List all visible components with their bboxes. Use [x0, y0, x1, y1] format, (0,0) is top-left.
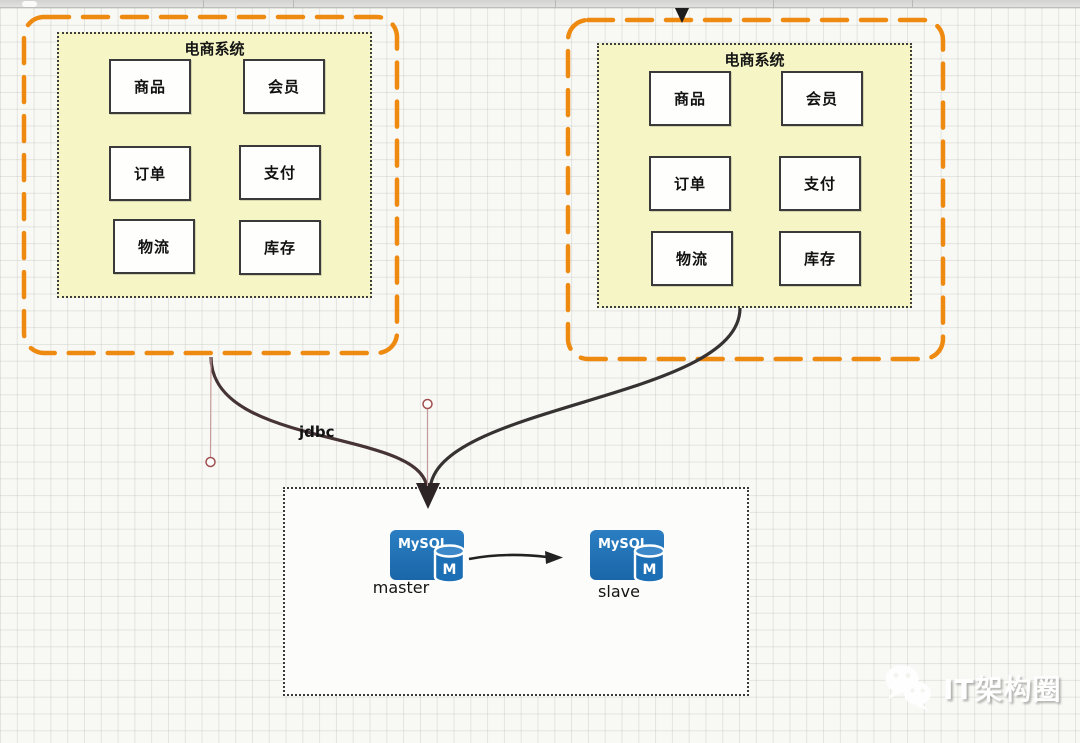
group-ecommerce-left[interactable]: 电商系统 商品 会员 订单 支付 物流 库存: [21, 14, 400, 356]
module-label: 订单: [673, 175, 706, 193]
module-order-left[interactable]: 订单: [109, 146, 191, 201]
module-label: 商品: [673, 90, 706, 108]
mysql-m-badge: M: [643, 562, 657, 578]
mysql-master-icon[interactable]: MySQL M: [389, 529, 467, 589]
group-ecommerce-right[interactable]: 电商系统 商品 会员 订单 支付 物流 库存: [565, 17, 946, 362]
watermark-text: IT架构圈: [943, 673, 1062, 706]
edge-label-jdbc[interactable]: jdbc: [299, 423, 335, 441]
chrome-separator: [912, 0, 913, 8]
module-label: 支付: [263, 164, 296, 182]
module-label: 库存: [803, 250, 836, 268]
module-label: 支付: [803, 175, 836, 193]
watermark: IT架构圈: [884, 664, 1062, 712]
chrome-separator: [203, 0, 204, 8]
module-logistics-right[interactable]: 物流: [651, 231, 733, 286]
system-title: 电商系统: [724, 51, 785, 69]
system-box-right[interactable]: 电商系统 商品 会员 订单 支付 物流 库存: [597, 43, 912, 308]
db-cluster-container[interactable]: MySQL M MySQL M master slave: [283, 487, 749, 696]
module-member-left[interactable]: 会员: [243, 59, 325, 114]
database-cylinder-top: [633, 544, 666, 558]
database-cylinder-icon: [633, 551, 666, 584]
mysql-slave-label: slave: [598, 582, 640, 601]
orange-dashed-frame: [21, 14, 400, 356]
mysql-master-label: master: [372, 578, 430, 597]
database-cylinder-top: [433, 544, 466, 558]
wechat-logo-icon: [885, 665, 931, 711]
chrome-separator: [555, 0, 556, 8]
module-label: 库存: [263, 239, 296, 257]
mysql-slave-icon[interactable]: MySQL M: [589, 529, 667, 589]
mysql-m-badge: M: [443, 562, 457, 578]
module-member-right[interactable]: 会员: [781, 71, 863, 126]
orange-dashed-frame: [565, 17, 946, 362]
module-payment-left[interactable]: 支付: [239, 145, 321, 200]
chrome-separator: [773, 0, 774, 8]
module-label: 物流: [137, 238, 170, 256]
database-cylinder-icon: [433, 551, 466, 584]
module-label: 商品: [133, 78, 166, 96]
module-label: 会员: [267, 78, 300, 96]
system-title: 电商系统: [184, 40, 245, 58]
module-logistics-left[interactable]: 物流: [113, 219, 195, 274]
module-label: 物流: [675, 250, 708, 268]
module-order-right[interactable]: 订单: [649, 156, 731, 211]
module-label: 会员: [805, 90, 838, 108]
replication-arrow[interactable]: [461, 541, 571, 573]
module-product-right[interactable]: 商品: [649, 71, 731, 126]
module-payment-right[interactable]: 支付: [779, 156, 861, 211]
chrome-separator: [293, 0, 294, 8]
system-box-left[interactable]: 电商系统 商品 会员 订单 支付 物流 库存: [57, 32, 372, 298]
arrowhead-icon: [545, 551, 563, 564]
chrome-segment: [22, 1, 37, 7]
module-product-left[interactable]: 商品: [109, 59, 191, 114]
module-inventory-left[interactable]: 库存: [239, 220, 321, 275]
window-chrome-bar: [0, 0, 1080, 8]
module-label: 订单: [133, 165, 166, 183]
module-inventory-right[interactable]: 库存: [779, 231, 861, 286]
